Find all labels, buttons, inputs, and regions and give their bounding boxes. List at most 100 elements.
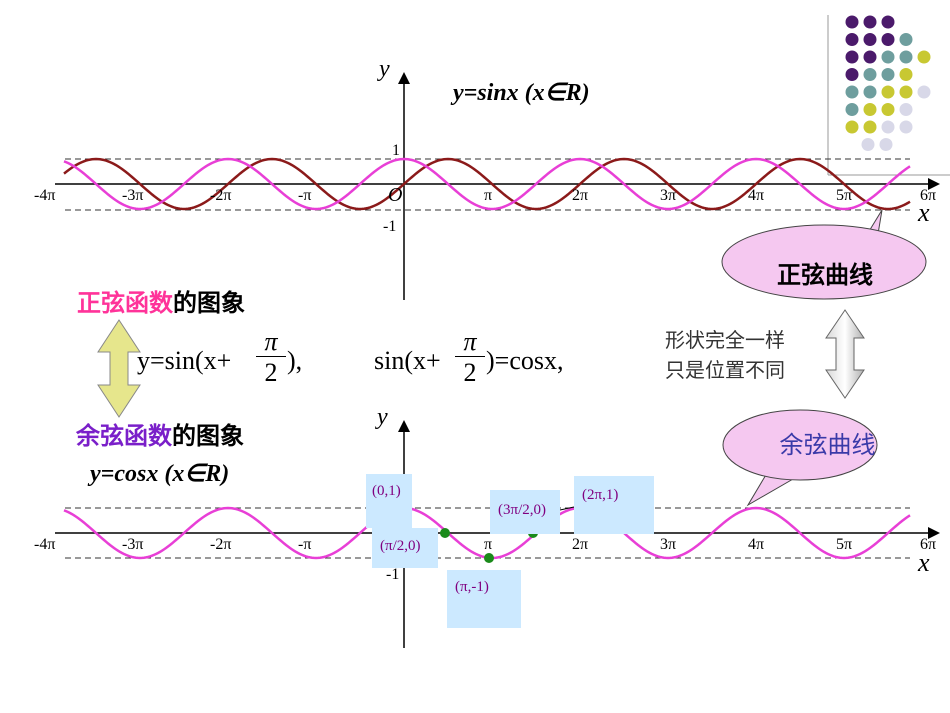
top-tick-neg-one: -1 bbox=[383, 218, 397, 235]
callout-point-half-pi: (π/2,0) bbox=[372, 528, 438, 568]
callout-point-pi: (π,-1) bbox=[447, 570, 521, 628]
top-x-tick-4: -π bbox=[298, 187, 312, 204]
bottom-x-tick-9: 5π bbox=[836, 536, 853, 553]
bottom-x-tick-6: 2π bbox=[572, 536, 589, 553]
bottom-x-tick-3: -2π bbox=[210, 536, 232, 553]
sine-curve bbox=[63, 157, 911, 211]
identity-formula-left: sin(x+ bbox=[374, 346, 441, 375]
callout-label-half-pi: (π/2,0) bbox=[380, 538, 421, 554]
sine-heading-colored: 正弦函数 bbox=[77, 289, 173, 317]
decoration-dot bbox=[863, 103, 877, 116]
note-line-2: 只是位置不同 bbox=[665, 358, 785, 382]
bottom-x-tick-8: 4π bbox=[748, 536, 765, 553]
callout-label-2pi: (2π,1) bbox=[582, 487, 619, 503]
decoration-dot-grid bbox=[845, 15, 931, 151]
decoration-dot bbox=[899, 85, 913, 99]
bottom-x-tick-10: 6π bbox=[920, 536, 937, 553]
decoration-dot bbox=[899, 120, 913, 134]
top-x-tick-9: 5π bbox=[836, 187, 853, 204]
double-arrow-left-icon bbox=[97, 319, 141, 418]
decoration-dot bbox=[863, 33, 877, 46]
decoration-dot bbox=[863, 15, 877, 29]
note-line-1: 形状完全一样 bbox=[665, 328, 785, 352]
top-y-label: y bbox=[379, 56, 390, 82]
decoration-dot bbox=[917, 50, 931, 64]
decoration-dot bbox=[845, 15, 859, 29]
decoration-dot bbox=[881, 15, 895, 29]
decoration-dot bbox=[881, 68, 895, 81]
shift-formula-left: y=sin(x+ bbox=[137, 346, 232, 375]
decoration-dot bbox=[881, 120, 895, 134]
top-x-tick-3: -2π bbox=[210, 187, 232, 204]
cosine-heading-colored: 余弦函数 bbox=[76, 422, 172, 450]
decoration-dot bbox=[861, 138, 875, 151]
top-x-tick-7: 3π bbox=[660, 187, 677, 204]
callout-label-pi: (π,-1) bbox=[455, 579, 489, 595]
callout-label-three-half-pi: (3π/2,0) bbox=[498, 502, 546, 518]
decoration-dot bbox=[899, 33, 913, 46]
identity-fraction-denominator: 2 bbox=[455, 356, 485, 389]
decoration-dot bbox=[881, 103, 895, 116]
origin-label: O bbox=[388, 184, 403, 206]
top-x-arrow-icon bbox=[928, 178, 940, 190]
decoration-dot bbox=[881, 85, 895, 99]
shift-fraction-denominator: 2 bbox=[256, 356, 286, 389]
key-point-half-pi bbox=[440, 528, 450, 538]
top-x-label: x bbox=[918, 198, 930, 227]
bottom-x-tick-5: π bbox=[484, 536, 493, 553]
identity-fraction: π 2 bbox=[455, 328, 485, 389]
decoration-dot bbox=[863, 120, 877, 134]
decoration-dot bbox=[845, 33, 859, 46]
decoration-dot bbox=[899, 103, 913, 116]
top-x-tick-2: -3π bbox=[122, 187, 144, 204]
shift-fraction-numerator: π bbox=[264, 327, 278, 356]
decoration-dot bbox=[863, 85, 877, 99]
decoration-dot bbox=[899, 50, 913, 64]
top-tick-one: 1 bbox=[392, 142, 400, 159]
cosine-bubble-label: 余弦曲线 bbox=[779, 431, 876, 459]
bottom-y-arrow-icon bbox=[398, 420, 410, 432]
cosine-heading-rest: 的图象 bbox=[172, 422, 244, 450]
decoration-dot bbox=[845, 85, 859, 99]
bottom-x-tick-1: -4π bbox=[34, 536, 56, 553]
bottom-x-tick-4: -π bbox=[298, 536, 312, 553]
decoration-dot bbox=[845, 103, 859, 116]
decoration-dot bbox=[845, 68, 859, 81]
double-arrow-right-icon bbox=[825, 309, 865, 399]
cosine-curve-overlay bbox=[63, 157, 911, 211]
top-x-tick-1: -4π bbox=[34, 187, 56, 204]
identity-formula-right: )=cosx, bbox=[486, 346, 564, 375]
decoration-dot bbox=[863, 68, 877, 81]
bottom-y-label: y bbox=[377, 404, 388, 430]
decoration-dot bbox=[879, 138, 893, 151]
top-x-tick-5: π bbox=[484, 187, 493, 204]
cosine-equation-title: y=cosx (x∈R) bbox=[90, 461, 230, 487]
sine-heading: 正弦函数的图象 bbox=[77, 283, 245, 318]
decoration-dot bbox=[899, 68, 913, 81]
callout-point-2pi: (2π,1) bbox=[574, 476, 654, 534]
sine-graph bbox=[55, 72, 940, 300]
connector-arrow bbox=[559, 506, 575, 511]
shift-formula: y=sin(x+ bbox=[137, 346, 231, 376]
sine-equation-title: y=sinx (x∈R) bbox=[453, 80, 590, 106]
sine-bubble bbox=[721, 224, 927, 300]
top-x-tick-6: 2π bbox=[572, 187, 589, 204]
bottom-x-label: x bbox=[918, 548, 930, 577]
bottom-x-arrow-icon bbox=[928, 527, 940, 539]
shift-fraction: π 2 bbox=[256, 328, 286, 389]
shift-formula-right: ), bbox=[287, 346, 303, 375]
top-x-tick-8: 4π bbox=[748, 187, 765, 204]
decoration-dot bbox=[863, 50, 877, 64]
bottom-x-tick-7: 3π bbox=[660, 536, 677, 553]
callout-point-0-1: (0,1) bbox=[366, 474, 412, 528]
decoration-dot bbox=[845, 50, 859, 64]
decoration-dot bbox=[881, 33, 895, 46]
bottom-tick-neg-one: -1 bbox=[386, 566, 400, 583]
identity-fraction-numerator: π bbox=[463, 327, 477, 356]
sine-heading-rest: 的图象 bbox=[173, 289, 245, 317]
top-x-tick-10: 6π bbox=[920, 187, 937, 204]
callout-point-three-half-pi: (3π/2,0) bbox=[490, 490, 560, 534]
sine-bubble-label: 正弦曲线 bbox=[777, 261, 873, 289]
decoration-dot bbox=[845, 120, 859, 134]
